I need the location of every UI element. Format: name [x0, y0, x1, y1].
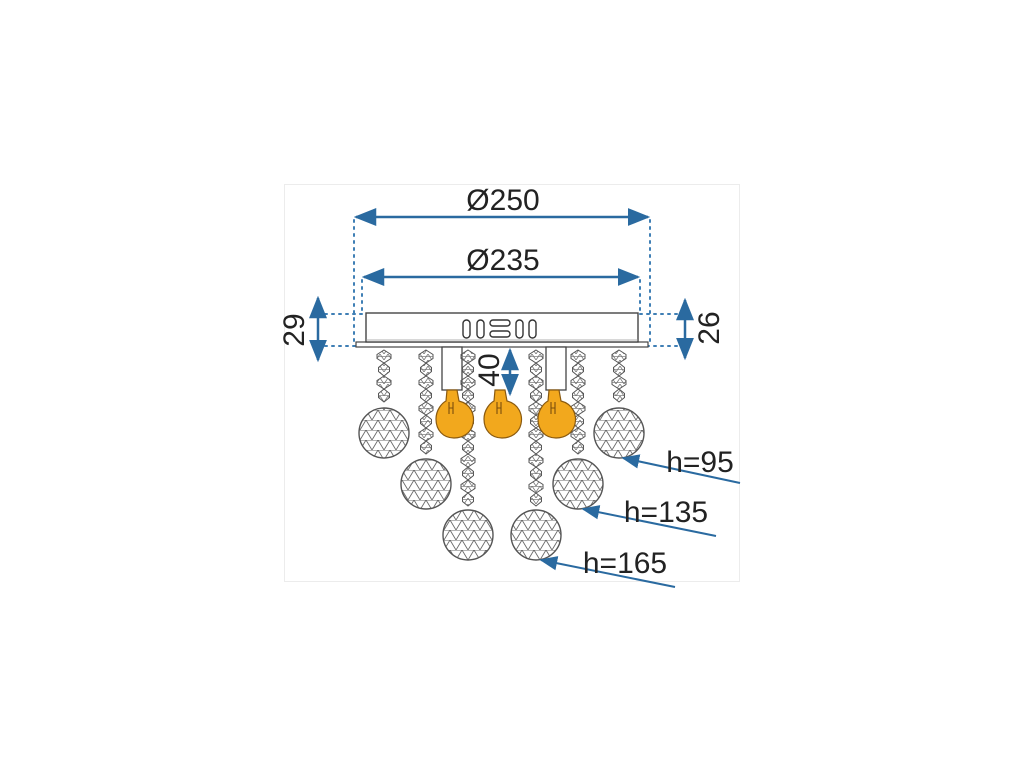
strand-left-outer [376, 349, 392, 403]
ceiling-plate [355, 312, 649, 348]
strand-right-middle [570, 349, 586, 455]
bulb-right [537, 389, 577, 439]
inner-diameter-label: Ø235 [466, 244, 539, 277]
right-height-label: 26 [693, 311, 726, 344]
strand-right-outer [611, 349, 627, 403]
strand-right-inner [528, 349, 544, 507]
vent-slots [462, 319, 537, 339]
bulbs [435, 389, 577, 439]
crystal-ball-left-middle [400, 458, 452, 510]
diameter-guides [353, 219, 651, 347]
bulb-left [435, 389, 475, 439]
drop-callout-h95: h=95 [621, 446, 741, 484]
drop-callout-h165: h=165 [539, 547, 676, 588]
drawing-frame [284, 184, 740, 582]
crystal-ball-right-inner [510, 509, 562, 561]
crystal-strands [376, 349, 627, 507]
crystal-ball-right-middle [552, 458, 604, 510]
crystal-ball-left-inner [442, 509, 494, 561]
crystal-balls [358, 407, 645, 561]
crystal-ball-right-outer [593, 407, 645, 459]
drop-callout-h135: h=135 [581, 496, 717, 537]
left-height-label: 29 [278, 313, 311, 346]
drop-label-h135: h=135 [624, 496, 708, 529]
socket-height-label: 40 [473, 353, 506, 386]
drop-label-h165: h=165 [583, 547, 667, 580]
drop-label-h95: h=95 [666, 446, 734, 479]
bulb-center [483, 389, 523, 439]
strand-left-middle [418, 349, 434, 455]
outer-diameter-label: Ø250 [466, 184, 539, 217]
crystal-ball-left-outer [358, 407, 410, 459]
